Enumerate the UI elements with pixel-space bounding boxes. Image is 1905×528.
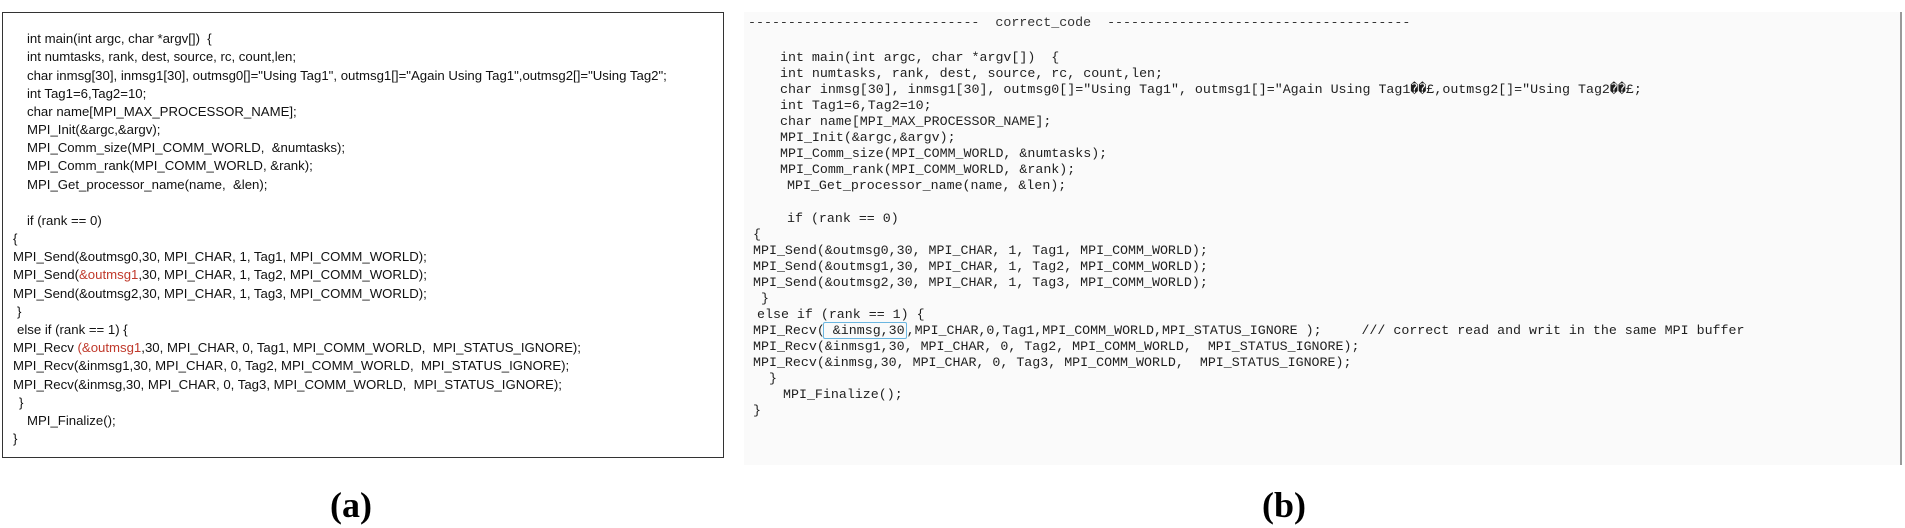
- code-line: char name[MPI_MAX_PROCESSOR_NAME];: [780, 114, 1052, 129]
- figure-caption-a: (a): [330, 485, 372, 525]
- code-line: if (rank == 0): [787, 211, 899, 226]
- code-line: char name[MPI_MAX_PROCESSOR_NAME];: [27, 104, 297, 119]
- code-line: int main(int argc, char *argv[]) {: [27, 31, 212, 46]
- code-line: MPI_Comm_rank(MPI_COMM_WORLD, &rank);: [780, 162, 1076, 177]
- code-text: MPI_Send(: [13, 267, 79, 282]
- code-line: MPI_Finalize();: [27, 413, 116, 428]
- code-line: }: [753, 403, 761, 418]
- code-line: {: [13, 231, 18, 246]
- code-line: {: [753, 227, 761, 242]
- code-text: ,30, MPI_CHAR, 1, Tag2, MPI_COMM_WORLD);: [138, 267, 427, 282]
- code-line: MPI_Comm_rank(MPI_COMM_WORLD, &rank);: [27, 158, 313, 173]
- code-line: int main(int argc, char *argv[]) {: [780, 50, 1060, 65]
- code-line: int numtasks, rank, dest, source, rc, co…: [27, 49, 296, 64]
- code-line: MPI_Comm_size(MPI_COMM_WORLD, &numtasks)…: [27, 140, 346, 155]
- code-line: MPI_Send(&outmsg0,30, MPI_CHAR, 1, Tag1,…: [13, 249, 427, 264]
- code-line: }: [19, 395, 24, 410]
- code-line: MPI_Recv(&inmsg,30, MPI_CHAR, 0, Tag3, M…: [13, 377, 562, 392]
- code-line: char inmsg[30], inmsg1[30], outmsg0[]="U…: [780, 82, 1642, 97]
- selected-code[interactable]: &inmsg,30: [822, 322, 907, 339]
- code-text: MPI_Recv(: [753, 323, 825, 338]
- code-text: ,MPI_CHAR,0,Tag1,MPI_COMM_WORLD,MPI_STAT…: [906, 323, 1745, 338]
- code-line: MPI_Init(&argc,&argv);: [27, 122, 161, 137]
- code-text: MPI_Recv: [13, 340, 78, 355]
- code-line: MPI_Send(&outmsg2,30, MPI_CHAR, 1, Tag3,…: [13, 286, 427, 301]
- code-line: if (rank == 0): [27, 213, 102, 228]
- code-line: MPI_Send(&outmsg1,30, MPI_CHAR, 1, Tag2,…: [753, 259, 1208, 274]
- code-line: MPI_Recv (&outmsg1,30, MPI_CHAR, 0, Tag1…: [13, 339, 581, 357]
- code-line: MPI_Recv(&inmsg1,30, MPI_CHAR, 0, Tag2, …: [13, 358, 570, 373]
- code-line: }: [17, 304, 22, 319]
- code-line: MPI_Recv( &inmsg,30,MPI_CHAR,0,Tag1,MPI_…: [753, 322, 1745, 339]
- code-panel-b: ----------------------------- correct_co…: [744, 12, 1902, 465]
- code-line: MPI_Recv(&inmsg1,30, MPI_CHAR, 0, Tag2, …: [753, 339, 1360, 354]
- highlighted-code: (&outmsg1: [77, 340, 142, 355]
- highlighted-code: &outmsg1: [78, 267, 139, 282]
- figure-caption-b: (b): [1262, 485, 1306, 525]
- code-line: int Tag1=6,Tag2=10;: [780, 98, 932, 113]
- code-line: else if (rank == 1) {: [757, 307, 925, 322]
- section-header: ----------------------------- correct_co…: [748, 15, 1411, 30]
- code-text: ,30, MPI_CHAR, 0, Tag1, MPI_COMM_WORLD, …: [141, 340, 581, 355]
- code-line: MPI_Comm_size(MPI_COMM_WORLD, &numtasks)…: [780, 146, 1108, 161]
- code-line: int Tag1=6,Tag2=10;: [27, 86, 147, 101]
- code-line: MPI_Recv(&inmsg,30, MPI_CHAR, 0, Tag3, M…: [753, 355, 1352, 370]
- code-line: int numtasks, rank, dest, source, rc, co…: [780, 66, 1164, 81]
- code-line: char inmsg[30], inmsg1[30], outmsg0[]="U…: [27, 68, 667, 83]
- code-line: MPI_Init(&argc,&argv);: [780, 130, 956, 145]
- code-line: MPI_Get_processor_name(name, &len);: [27, 177, 268, 192]
- code-panel-a: int main(int argc, char *argv[]) { int n…: [2, 12, 724, 458]
- code-line: MPI_Send(&outmsg1,30, MPI_CHAR, 1, Tag2,…: [13, 266, 427, 284]
- code-line: }: [13, 431, 18, 446]
- code-line: }: [761, 291, 769, 306]
- code-line: MPI_Send(&outmsg0,30, MPI_CHAR, 1, Tag1,…: [753, 243, 1208, 258]
- code-line: MPI_Get_processor_name(name, &len);: [787, 178, 1067, 193]
- code-line: else if (rank == 1) {: [17, 322, 128, 337]
- code-line: MPI_Send(&outmsg2,30, MPI_CHAR, 1, Tag3,…: [753, 275, 1208, 290]
- code-line: }: [769, 371, 777, 386]
- code-line: MPI_Finalize();: [783, 387, 903, 402]
